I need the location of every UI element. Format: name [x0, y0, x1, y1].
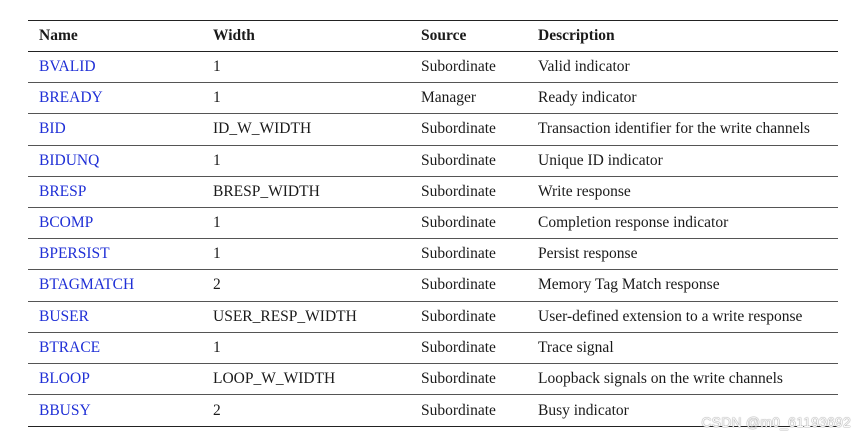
description-cell: User-defined extension to a write respon…	[538, 307, 803, 325]
source-cell: Subordinate	[421, 307, 496, 325]
source-cell: Subordinate	[421, 58, 496, 76]
signal-name-cell[interactable]: BUSER	[39, 307, 89, 325]
signal-name-cell[interactable]: BTRACE	[39, 338, 101, 356]
width-cell: LOOP_W_WIDTH	[213, 369, 336, 387]
description-cell: Loopback signals on the write channels	[538, 369, 783, 387]
source-cell: Manager	[421, 89, 477, 107]
table-row: BLOOP LOOP_W_WIDTH Subordinate Loopback sig…	[28, 364, 838, 396]
table-row: BCOMP 1 Subordinate Completion response ind…	[28, 208, 838, 240]
source-cell: Subordinate	[421, 182, 496, 200]
table-header-row: Name Width Source Description	[28, 21, 838, 52]
width-cell: 1	[213, 245, 221, 263]
width-cell: 2	[213, 276, 221, 294]
description-cell: Busy indicator	[538, 401, 629, 419]
csdn-watermark: CSDN @m0_61193692	[701, 414, 851, 430]
width-cell: 1	[213, 89, 221, 107]
table-row: BIDUNQ 1 Subordinate Unique ID indicator	[28, 146, 838, 177]
source-cell: Subordinate	[421, 401, 496, 419]
signal-name-cell[interactable]: BBUSY	[39, 401, 91, 419]
width-cell: BRESP_WIDTH	[213, 182, 320, 200]
table-row: BPERSIST 1 Subordinate Persist response	[28, 239, 838, 271]
signal-name-cell[interactable]: BPERSIST	[39, 245, 110, 263]
table-row: BID ID_W_WIDTH Subordinate Transaction iden…	[28, 114, 838, 146]
source-cell: Subordinate	[421, 214, 496, 232]
description-cell: Ready indicator	[538, 89, 637, 107]
signal-name-cell[interactable]: BTAGMATCH	[39, 276, 135, 294]
width-cell: 1	[213, 58, 221, 76]
description-cell: Transaction identifier for the write cha…	[538, 120, 810, 138]
header-source: Source	[421, 27, 467, 44]
table-row: BTRACE 1 Subordinate Trace signal	[28, 333, 838, 364]
source-cell: Subordinate	[421, 120, 496, 138]
width-cell: 1	[213, 214, 221, 232]
source-cell: Subordinate	[421, 276, 496, 294]
description-cell: Trace signal	[538, 338, 614, 356]
width-cell: ID_W_WIDTH	[213, 120, 312, 138]
description-cell: Valid indicator	[538, 58, 630, 76]
signal-name-cell[interactable]: BRESP	[39, 182, 87, 200]
signal-name-cell[interactable]: BID	[39, 120, 66, 138]
table-row: BVALID 1 Subordinate Valid indicator	[28, 52, 838, 84]
source-cell: Subordinate	[421, 338, 496, 356]
signal-name-cell[interactable]: BREADY	[39, 89, 103, 107]
width-cell: 1	[213, 338, 221, 356]
signal-name-cell[interactable]: BCOMP	[39, 214, 94, 232]
description-cell: Write response	[538, 182, 631, 200]
width-cell: 1	[213, 151, 221, 169]
header-width: Width	[213, 27, 255, 44]
table-row: BTAGMATCH 2 Subordinate Memory Tag Match re…	[28, 270, 838, 302]
header-name: Name	[39, 27, 78, 44]
width-cell: USER_RESP_WIDTH	[213, 307, 357, 325]
width-cell: 2	[213, 401, 221, 419]
description-cell: Persist response	[538, 245, 638, 263]
table-row: BREADY 1 Manager Ready indicator	[28, 83, 838, 115]
description-cell: Completion response indicator	[538, 214, 729, 232]
signal-name-cell[interactable]: BIDUNQ	[39, 151, 100, 169]
table-row: BRESP BRESP_WIDTH Subordinate Write respons…	[28, 177, 838, 208]
table-row: BBUSY 2 Subordinate Busy indicator	[28, 395, 838, 426]
source-cell: Subordinate	[421, 369, 496, 387]
source-cell: Subordinate	[421, 151, 496, 169]
description-cell: Memory Tag Match response	[538, 276, 720, 294]
description-cell: Unique ID indicator	[538, 151, 663, 169]
source-cell: Subordinate	[421, 245, 496, 263]
signal-name-cell[interactable]: BLOOP	[39, 369, 90, 387]
header-description: Description	[538, 27, 615, 44]
table-row: BUSER USER_RESP_WIDTH Subordinate User-defi…	[28, 302, 838, 333]
signal-name-cell[interactable]: BVALID	[39, 58, 96, 76]
